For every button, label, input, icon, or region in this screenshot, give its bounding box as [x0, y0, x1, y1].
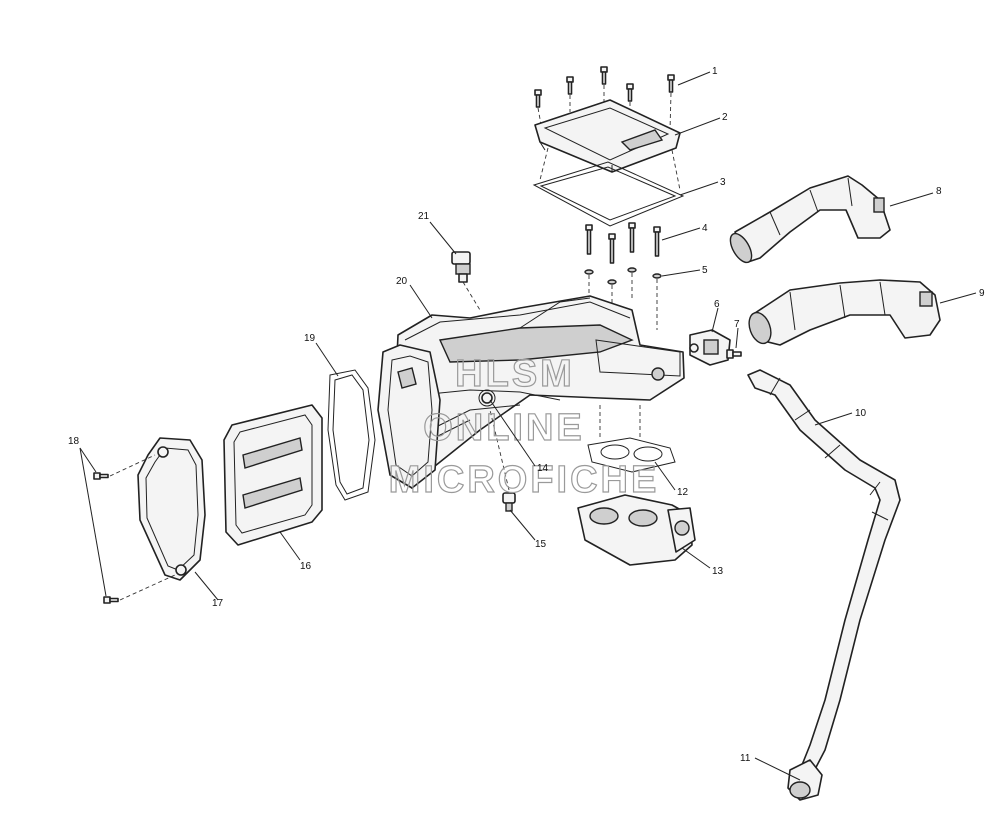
cover-gasket — [532, 147, 685, 227]
watermark-line-2: ONLINE — [423, 407, 585, 449]
callout-15: 15 — [535, 539, 547, 550]
drain-fitting — [489, 409, 516, 512]
airbox — [394, 295, 685, 489]
intake-duct-lower — [748, 279, 941, 346]
callout-1: 1 — [712, 66, 718, 77]
callout-11: 11 — [740, 753, 751, 764]
cover-screws — [534, 66, 675, 131]
callout-8: 8 — [936, 186, 942, 197]
callout-12: 12 — [677, 487, 689, 498]
bolt-washers — [584, 267, 662, 330]
callout-4: 4 — [702, 223, 708, 234]
callout-17: 17 — [212, 598, 224, 609]
callout-14: 14 — [537, 463, 549, 474]
throttle-body-gasket — [587, 405, 676, 473]
filter-cover-screws — [93, 454, 176, 604]
callout-19: 19 — [304, 333, 316, 344]
leader-lines — [79, 71, 977, 781]
watermark-line-3: MICROFICHE — [389, 459, 660, 501]
callout-18: 18 — [68, 436, 80, 447]
callout-6: 6 — [714, 299, 720, 310]
callout-13: 13 — [712, 566, 724, 577]
callout-5: 5 — [702, 265, 708, 276]
map-sensor — [689, 329, 731, 366]
callout-21: 21 — [418, 211, 430, 222]
airbox-bolts — [585, 222, 661, 264]
intake-duct-upper — [729, 175, 891, 264]
breather-hose — [747, 369, 901, 776]
callout-16: 16 — [300, 561, 312, 572]
filter-cover — [137, 437, 206, 581]
air-filter — [223, 404, 323, 546]
callout-labels: 1 2 3 4 5 6 7 8 9 10 11 12 13 14 15 16 1… — [68, 66, 985, 764]
watermark: HLSM ONLINE MICROFICHE — [388, 352, 660, 501]
callout-3: 3 — [720, 177, 726, 188]
hose-clamp — [787, 759, 823, 801]
callout-20: 20 — [396, 276, 408, 287]
airbox-cover — [534, 99, 681, 173]
airbox-frame — [377, 344, 441, 489]
callout-10: 10 — [855, 408, 867, 419]
callout-7: 7 — [734, 319, 740, 330]
intake-sensor — [451, 251, 481, 311]
filter-seal — [327, 369, 376, 501]
throttle-body — [577, 494, 696, 566]
watermark-line-1: HLSM — [455, 353, 575, 395]
airbox-plug — [478, 389, 496, 407]
callout-2: 2 — [722, 112, 728, 123]
callout-9: 9 — [979, 288, 985, 299]
sensor-screw — [726, 349, 742, 359]
